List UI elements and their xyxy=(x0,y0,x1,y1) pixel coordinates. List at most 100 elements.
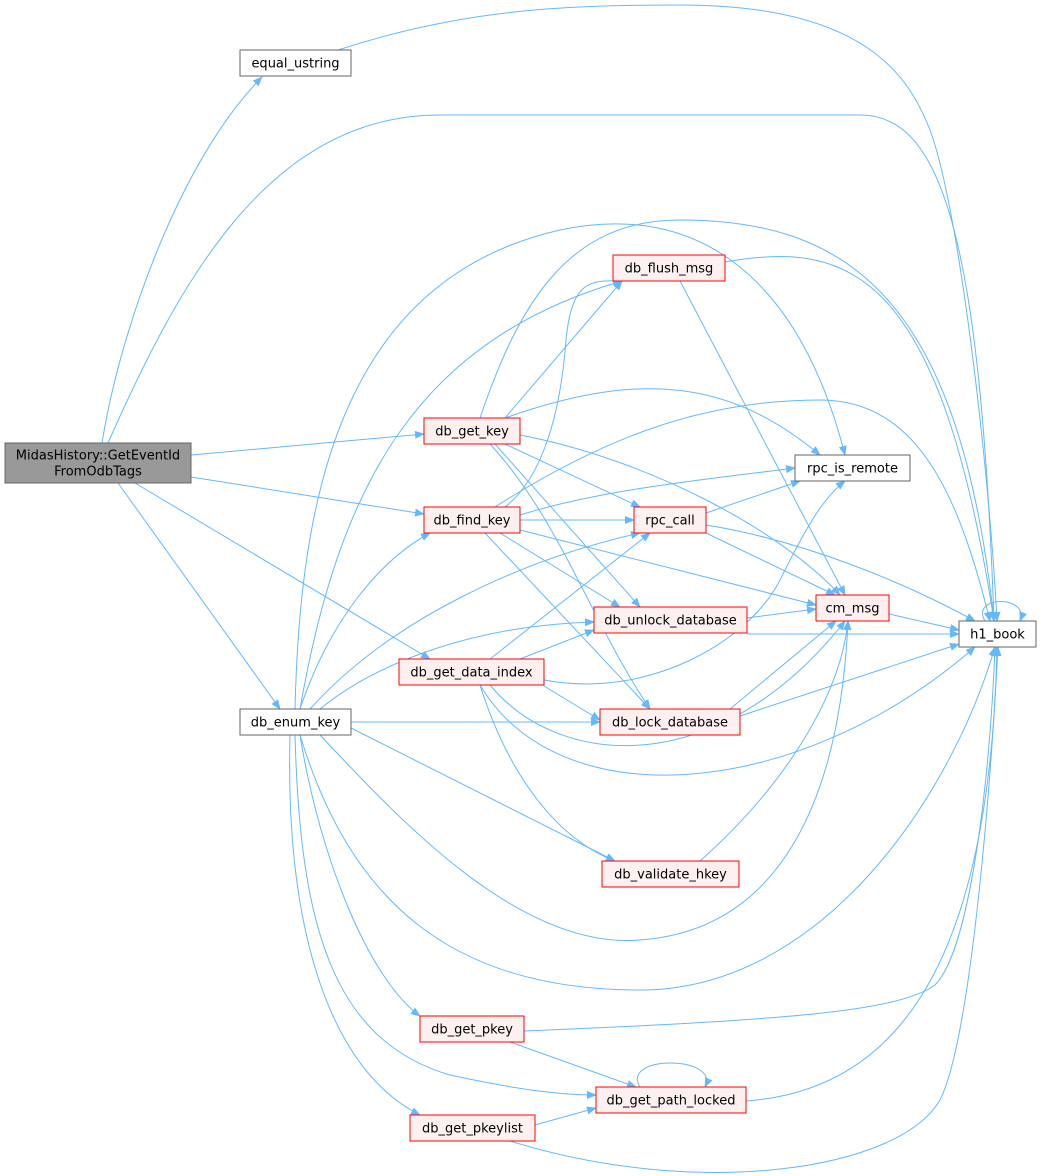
node-db-lock-database[interactable]: db_lock_database xyxy=(599,708,741,736)
edge-root-to-db-find-key xyxy=(190,476,425,517)
edge-root-to-db-enum-key xyxy=(117,482,281,710)
edge-db-enum-key-to-db-unlock-database xyxy=(319,618,595,710)
node-box xyxy=(4,442,192,484)
edge-db-enum-key-to-cm-msg xyxy=(319,620,852,941)
edge-db-get-key-to-cm-msg xyxy=(519,434,841,596)
node-label: db_get_key xyxy=(435,425,509,440)
edge-cm-msg-to-h1-book xyxy=(888,613,960,632)
node-db-validate-hkey[interactable]: db_validate_hkey xyxy=(601,860,740,888)
edge-db-get-pkey-to-db-get-path-locked xyxy=(509,1041,637,1088)
edge-db-enum-key-to-db-get-pkeylist xyxy=(289,734,421,1116)
node-db-get-pkeylist[interactable]: db_get_pkeylist xyxy=(409,1114,536,1142)
node-label: FromOdbTags xyxy=(54,465,142,480)
edge-h1-book-to-h1-book xyxy=(982,601,1027,622)
node-label: db_unlock_database xyxy=(604,614,737,629)
edge-db-get-data-index-to-rpc-is-remote xyxy=(543,480,846,685)
edge-db-validate-hkey-to-cm-msg xyxy=(699,620,852,862)
edge-db-get-key-to-rpc-is-remote xyxy=(504,388,821,456)
edge-db-enum-key-to-db-validate-hkey xyxy=(350,727,616,862)
edge-db-unlock-database-to-cm-msg xyxy=(746,606,817,619)
edge-root-to-db-get-key xyxy=(190,430,425,456)
node-label: rpc_call xyxy=(645,514,695,529)
node-h1-book[interactable]: h1_book xyxy=(958,620,1037,648)
edge-root-to-h1-book xyxy=(107,114,998,622)
node-box xyxy=(633,506,707,534)
node-db-get-pkey[interactable]: db_get_pkey xyxy=(419,1015,525,1043)
node-box xyxy=(593,606,748,634)
edge-rpc-call-to-cm-msg xyxy=(705,532,836,596)
node-db-get-key[interactable]: db_get_key xyxy=(423,417,521,445)
node-box xyxy=(595,1086,747,1114)
edge-db-find-key-to-db-unlock-database xyxy=(499,532,621,608)
edge-db-flush-msg-to-cm-msg xyxy=(679,280,846,596)
node-rpc-is-remote[interactable]: rpc_is_remote xyxy=(794,454,911,482)
edge-db-enum-key-to-rpc-call xyxy=(309,531,641,710)
edge-db-enum-key-to-db-get-pkey xyxy=(299,734,421,1017)
edge-db-get-data-index-to-cm-msg xyxy=(489,620,846,747)
edge-db-enum-key-to-h1-book xyxy=(299,646,997,991)
node-db-find-key[interactable]: db_find_key xyxy=(423,506,521,534)
edge-db-get-pkeylist-to-h1-book xyxy=(509,646,1002,1173)
node-db-unlock-database[interactable]: db_unlock_database xyxy=(593,606,748,634)
edge-db-lock-database-to-h1-book xyxy=(739,643,960,717)
node-box xyxy=(601,860,740,888)
edge-db-get-data-index-to-db-unlock-database xyxy=(519,629,595,660)
node-rpc-call[interactable]: rpc_call xyxy=(633,506,707,534)
node-cm-msg[interactable]: cm_msg xyxy=(815,594,890,622)
edge-db-get-data-index-to-h1-book xyxy=(479,646,976,776)
node-box xyxy=(599,708,741,736)
edge-db-enum-key-to-db-get-path-locked xyxy=(294,734,597,1099)
node-box xyxy=(239,49,352,77)
edge-rpc-call-to-h1-book xyxy=(705,524,976,622)
node-label: db_lock_database xyxy=(612,716,728,731)
node-db-get-path-locked[interactable]: db_get_path_locked xyxy=(595,1086,747,1114)
node-label: db_enum_key xyxy=(251,716,341,731)
node-label: db_find_key xyxy=(434,514,511,529)
edge-root-to-db-get-data-index xyxy=(134,482,431,660)
node-label: h1_book xyxy=(970,628,1025,643)
edge-db-find-key-to-db-lock-database xyxy=(484,532,651,710)
node-label: MidasHistory::GetEventId xyxy=(16,449,180,464)
node-box xyxy=(398,658,545,686)
edge-db-get-key-to-db-unlock-database xyxy=(494,443,641,608)
node-box xyxy=(239,708,352,736)
node-equal-ustring[interactable]: equal_ustring xyxy=(239,49,352,77)
edge-db-get-pkey-to-h1-book xyxy=(523,646,999,1032)
node-label: db_flush_msg xyxy=(625,262,714,277)
edge-db-get-pkeylist-to-db-get-path-locked xyxy=(534,1106,597,1126)
node-label: equal_ustring xyxy=(251,57,339,72)
edge-db-get-data-index-to-rpc-call xyxy=(489,532,651,660)
node-label: db_get_path_locked xyxy=(607,1094,736,1109)
edge-db-find-key-to-db-flush-msg xyxy=(504,276,623,508)
edge-db-find-key-to-rpc-is-remote xyxy=(519,465,796,516)
node-label: cm_msg xyxy=(826,602,880,617)
edge-rpc-call-to-rpc-is-remote xyxy=(705,480,801,514)
node-box xyxy=(794,454,911,482)
node-db-flush-msg[interactable]: db_flush_msg xyxy=(612,254,726,282)
node-label: rpc_is_remote xyxy=(807,462,898,477)
node-box xyxy=(423,506,521,534)
edge-db-get-key-to-db-lock-database xyxy=(489,443,651,710)
edge-root-to-equal-ustring xyxy=(101,76,263,444)
edge-db-get-key-to-db-flush-msg xyxy=(504,280,623,419)
edge-db-get-data-index-to-db-lock-database xyxy=(543,685,601,721)
node-label: db_get_pkeylist xyxy=(422,1122,523,1137)
edge-db-get-data-index-to-db-validate-hkey xyxy=(479,684,616,862)
node-box xyxy=(423,417,521,445)
edge-db-enum-key-to-rpc-is-remote xyxy=(294,223,847,710)
node-db-get-data-index[interactable]: db_get_data_index xyxy=(398,658,545,686)
edge-db-get-key-to-h1-book xyxy=(479,219,998,622)
node-box xyxy=(612,254,726,282)
edge-equal-ustring-to-h1-book xyxy=(337,4,1001,622)
edge-db-get-key-to-rpc-call xyxy=(504,443,641,508)
edge-db-flush-msg-to-h1-book xyxy=(724,256,997,622)
node-db-enum-key[interactable]: db_enum_key xyxy=(239,708,352,736)
edge-db-find-key-to-h1-book xyxy=(494,399,992,622)
edge-db-get-path-locked-to-db-get-path-locked xyxy=(636,1062,713,1088)
edge-db-lock-database-to-cm-msg xyxy=(729,620,837,710)
edge-db-find-key-to-cm-msg xyxy=(519,529,817,607)
node-label: db_get_pkey xyxy=(431,1023,513,1038)
